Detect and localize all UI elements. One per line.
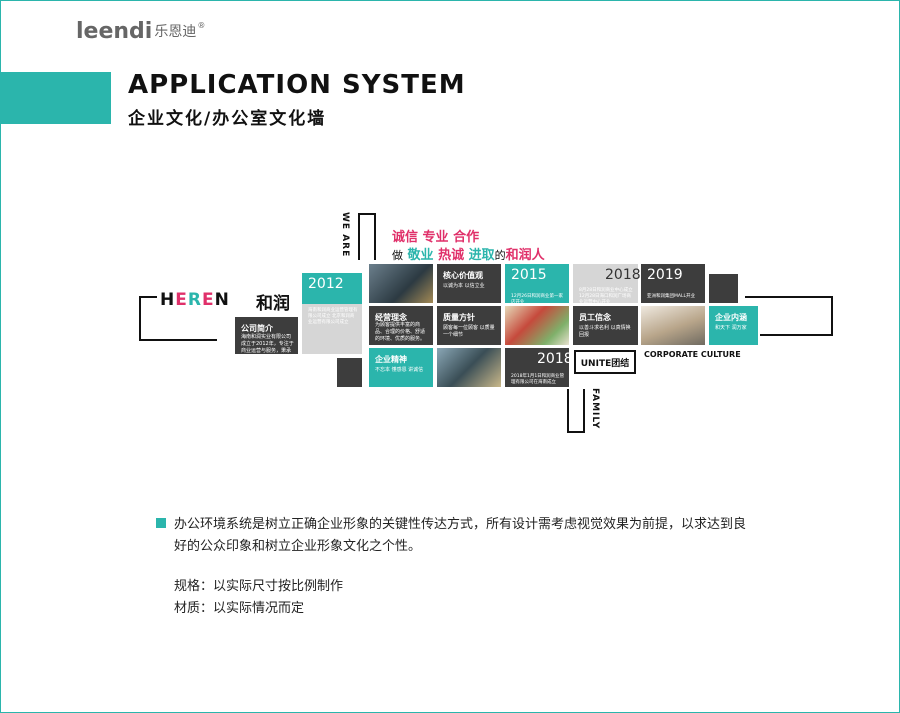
material-text: 材质：以实际情况而定: [174, 601, 305, 616]
description-bullet: [156, 518, 166, 528]
year-2015-cell: 2015 12月26日和润商业第一家店开业: [505, 264, 569, 305]
cell-title: 质量方针: [443, 313, 475, 322]
year-label: 2012: [308, 276, 344, 292]
unite-sign: UNITE团结: [574, 350, 636, 374]
slogan-word: 专业: [422, 230, 449, 245]
year-label: 2015: [511, 267, 547, 283]
wall-line: [760, 334, 833, 336]
heren-logo-latin: HEREN: [160, 290, 230, 310]
cell-body: 以诚为本 以信立业: [443, 283, 485, 289]
description-text: 办公环境系统是树立正确企业形象的关键性传达方式，所有设计需考虑视觉效果为前提，以…: [174, 514, 774, 558]
heren-logo-cn: 和润: [256, 294, 290, 314]
wall-line: [139, 296, 157, 298]
photo-tile: [437, 348, 501, 387]
cell-body: 以善斗求名利 以真情换回报: [579, 325, 631, 338]
year-note: 8月28日和润商业中心成立 12月28日海口和润广场商业运营中心开业: [579, 288, 633, 305]
year-2018b-cell: 2018 2018年1月1日和润商业管理有限公司在海南成立: [505, 348, 573, 387]
wall-line: [358, 213, 376, 215]
description-line: 好的公众印象和树立企业形象文化之个性。: [174, 539, 422, 554]
family-label: FAMILY: [590, 388, 600, 430]
slogan-word: 热诚: [438, 248, 465, 263]
slogan-word: 敬业: [407, 248, 434, 263]
slogan-line-2: 做 敬业 热诚 进取的和润人: [392, 244, 545, 263]
mgmt-philosophy-cell: 经营理念 为顾客提供丰富的商品、合理的价格、舒适的环境、优质的服务。: [369, 306, 433, 345]
dark-square: [337, 358, 362, 387]
slogan-line-1: 诚信 专业 合作: [392, 226, 479, 245]
wall-line: [567, 431, 585, 433]
title-accent-bar: [0, 72, 111, 124]
slogan-word: 进取: [468, 248, 495, 263]
year-note: 12月26日和润商业第一家店开业: [511, 294, 563, 305]
photo-tile: [369, 264, 433, 303]
year-note: 2018年1月1日和润商业管理有限公司在海南成立: [511, 374, 565, 385]
cell-body: 不忘本 懂感恩 讲诚信: [375, 367, 424, 373]
cell-title: 员工信念: [579, 313, 611, 322]
brand-reg: ®: [197, 21, 206, 30]
page-title: APPLICATION SYSTEM: [128, 70, 466, 100]
wall-line: [358, 213, 360, 260]
slogan-word: 合作: [453, 230, 480, 245]
brand-cn: 乐恩迪: [154, 24, 197, 40]
dark-square: [709, 274, 738, 303]
year-label: 2018: [605, 267, 641, 283]
cell-title: 经营理念: [375, 313, 407, 322]
slogan-word: 诚信: [392, 230, 419, 245]
company-intro-cell: 公司简介 海南和润实业有限公司成立于2012年，专注于商业运营与服务，秉承诚信专…: [235, 317, 298, 361]
photo-tile: [505, 306, 569, 345]
year-2012-cell: 2012: [302, 273, 362, 304]
wall-line: [583, 389, 585, 433]
core-value-cell: 核心价值观 以诚为本 以信立业: [437, 264, 501, 303]
cell-title: 公司简介: [241, 324, 273, 333]
corporate-culture-label: CORPORATE CULTURE: [644, 350, 741, 359]
year-note: 亚洲和润集团MALL开业: [647, 294, 695, 299]
staff-belief-cell: 员工信念 以善斗求名利 以真情换回报: [573, 306, 638, 345]
brand-latin: leendi: [76, 19, 153, 44]
wall-line: [745, 296, 833, 298]
wall-line: [567, 389, 569, 433]
we-are-label: WE ARE: [340, 212, 350, 258]
wall-line: [831, 296, 833, 336]
wall-line: [139, 296, 141, 341]
quality-policy-cell: 质量方针 顾客每一位顾客 以质量一个细节: [437, 306, 501, 345]
cell-body: 为顾客提供丰富的商品、合理的价格、舒适的环境、优质的服务。: [375, 322, 426, 342]
wall-line: [374, 213, 376, 260]
slogan-word: 做: [392, 249, 403, 262]
enterprise-spirit-cell: 企业精神 不忘本 懂感恩 讲诚信: [369, 348, 433, 387]
year-2019-cell: 2019 亚洲和润集团MALL开业: [641, 264, 705, 303]
cell-title: 核心价值观: [443, 271, 483, 280]
wall-line: [139, 339, 217, 341]
page-subtitle: 企业文化/办公室文化墙: [128, 109, 327, 129]
cell-title: 企业精神: [375, 355, 407, 364]
cell-body: 海南和润实业有限公司成立于2012年，专注于商业运营与服务，秉承诚信专业合作的理…: [241, 334, 294, 361]
year-label: 2019: [647, 267, 683, 283]
photo-tile: [641, 306, 705, 345]
year-note: 海南和润商业运营管理有限公司成立 北京和润商业运营有限公司成立: [308, 308, 358, 325]
slogan-word: 和润人: [505, 248, 545, 263]
year-2012-note-cell: 海南和润商业运营管理有限公司成立 北京和润商业运营有限公司成立: [302, 304, 362, 354]
year-2018-cell: 2018 8月28日和润商业中心成立 12月28日海口和润广场商业运营中心开业: [573, 264, 641, 305]
enterprise-connotation-cell: 企业内涵 和天下 润万家: [709, 306, 758, 345]
cell-body: 顾客每一位顾客 以质量一个细节: [443, 325, 495, 338]
slogan-word: 的: [494, 249, 506, 262]
brand-logo: leendi 乐恩迪 ®: [76, 14, 205, 44]
year-label: 2018: [537, 351, 573, 367]
description-line: 办公环境系统是树立正确企业形象的关键性传达方式，所有设计需考虑视觉效果为前提，以…: [174, 517, 747, 532]
spec-text: 规格：以实际尺寸按比例制作: [174, 579, 344, 594]
cell-body: 和天下 润万家: [715, 325, 747, 331]
cell-title: 企业内涵: [715, 313, 747, 322]
